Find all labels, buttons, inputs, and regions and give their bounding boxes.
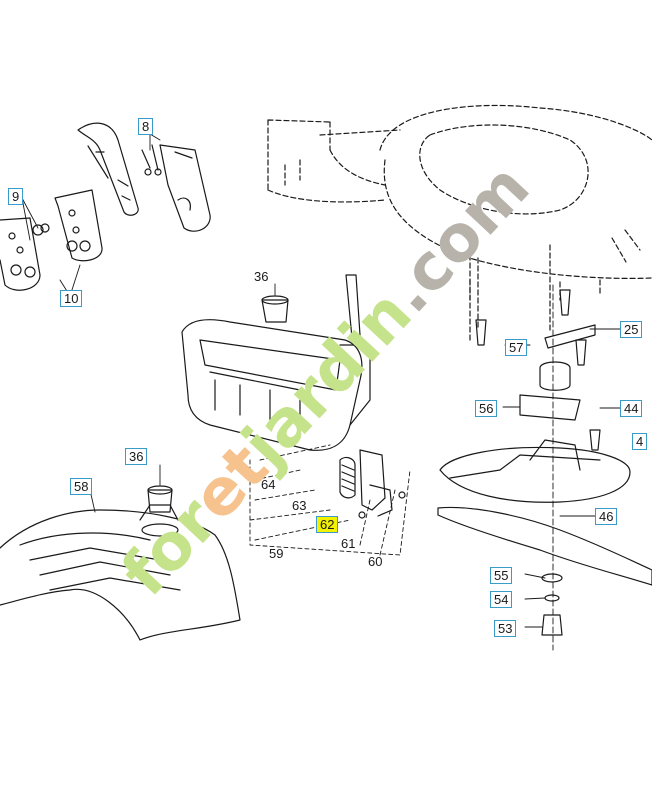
bracket-assembly	[0, 122, 211, 291]
rear-cover	[0, 485, 241, 641]
mower-deck-outline	[267, 104, 652, 341]
callout-55: 55	[490, 567, 513, 584]
callout-36-bottom: 36	[125, 448, 148, 465]
callout-59: 59	[269, 546, 284, 561]
callout-57: 57	[505, 339, 528, 356]
callout-62: 62	[316, 516, 339, 533]
callout-9: 9	[8, 188, 24, 205]
discharge-chute	[181, 274, 371, 451]
spring-assembly	[339, 449, 406, 519]
callout-61: 61	[341, 536, 356, 551]
callout-8: 8	[138, 118, 154, 135]
callout-46: 46	[595, 508, 618, 525]
spring-assembly-guides	[249, 444, 411, 556]
leader-lines	[21, 133, 621, 628]
callout-64: 64	[261, 477, 276, 492]
callout-44: 44	[620, 400, 643, 417]
callout-56: 56	[475, 400, 498, 417]
callout-25: 25	[620, 321, 643, 338]
callout-36-top: 36	[254, 269, 269, 284]
callout-60: 60	[368, 554, 383, 569]
callout-58: 58	[70, 478, 93, 495]
callout-54: 54	[490, 591, 513, 608]
blade-hub-assembly	[437, 289, 652, 636]
callout-53: 53	[494, 620, 517, 637]
callout-63: 63	[292, 498, 307, 513]
callout-10: 10	[60, 290, 83, 307]
callout-4: 4	[632, 433, 648, 450]
